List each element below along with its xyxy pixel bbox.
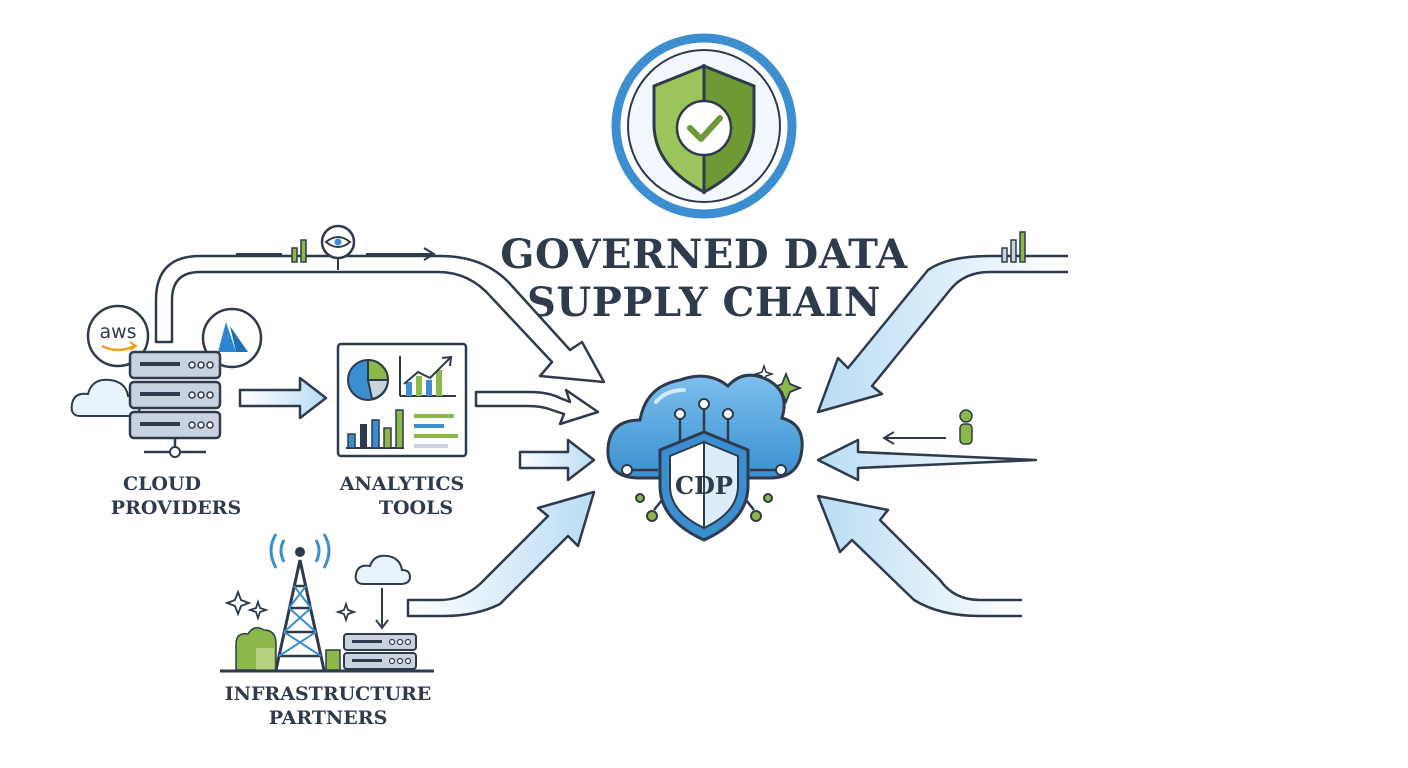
middle-flow-arrow [518, 438, 596, 482]
title-line-2: SUPPLY CHAIN [527, 279, 881, 326]
infrastructure-to-hub-arrow [406, 490, 596, 618]
person-icon [959, 409, 973, 445]
radio-tower-icon [269, 533, 331, 671]
server-rack-icon [343, 633, 417, 670]
cloud-providers-node: aws [70, 304, 263, 519]
analytics-tools-label-2: TOOLS [379, 497, 453, 519]
cdp-hub: CDP [606, 363, 804, 542]
server-rack-icon [128, 350, 222, 458]
analytics-to-hub-arrow [474, 388, 600, 426]
infrastructure-label-1: INFRASTRUCTURE [225, 683, 432, 705]
top-flow-arrow [154, 224, 606, 384]
text-lines-icon [414, 414, 458, 448]
right-top-arrow [816, 231, 1068, 414]
cloud-icon [354, 554, 412, 630]
right-middle-arrow [816, 438, 1038, 482]
greenery [235, 627, 341, 671]
cloud-to-analytics-arrow [238, 376, 328, 420]
pie-chart-icon [347, 358, 390, 401]
eye-icon [320, 224, 356, 270]
cloud-providers-label-2: PROVIDERS [111, 497, 241, 519]
bar-chart-icon [291, 239, 307, 263]
bar-chart-icon [346, 409, 404, 449]
right-bottom-arrow [816, 494, 1022, 618]
shield-check-icon [611, 33, 797, 219]
cloud-providers-label-1: CLOUD [123, 473, 201, 495]
analytics-tools-label-1: ANALYTICS [339, 473, 464, 495]
shield-icon [658, 430, 750, 542]
sparkle-icon [224, 589, 357, 623]
infrastructure-node: INFRASTRUCTURE PARTNERS [220, 533, 434, 729]
analytics-tools-node: ANALYTICS TOOLS [336, 342, 468, 519]
title-line-1: GOVERNED DATA [500, 231, 908, 278]
bar-chart-icon [1001, 231, 1026, 263]
right-thin-arrow [882, 409, 973, 445]
svg-text:aws: aws [99, 321, 136, 343]
hub-label: CDP [675, 471, 733, 500]
infrastructure-label-2: PARTNERS [269, 707, 388, 729]
line-chart-icon [399, 355, 456, 397]
